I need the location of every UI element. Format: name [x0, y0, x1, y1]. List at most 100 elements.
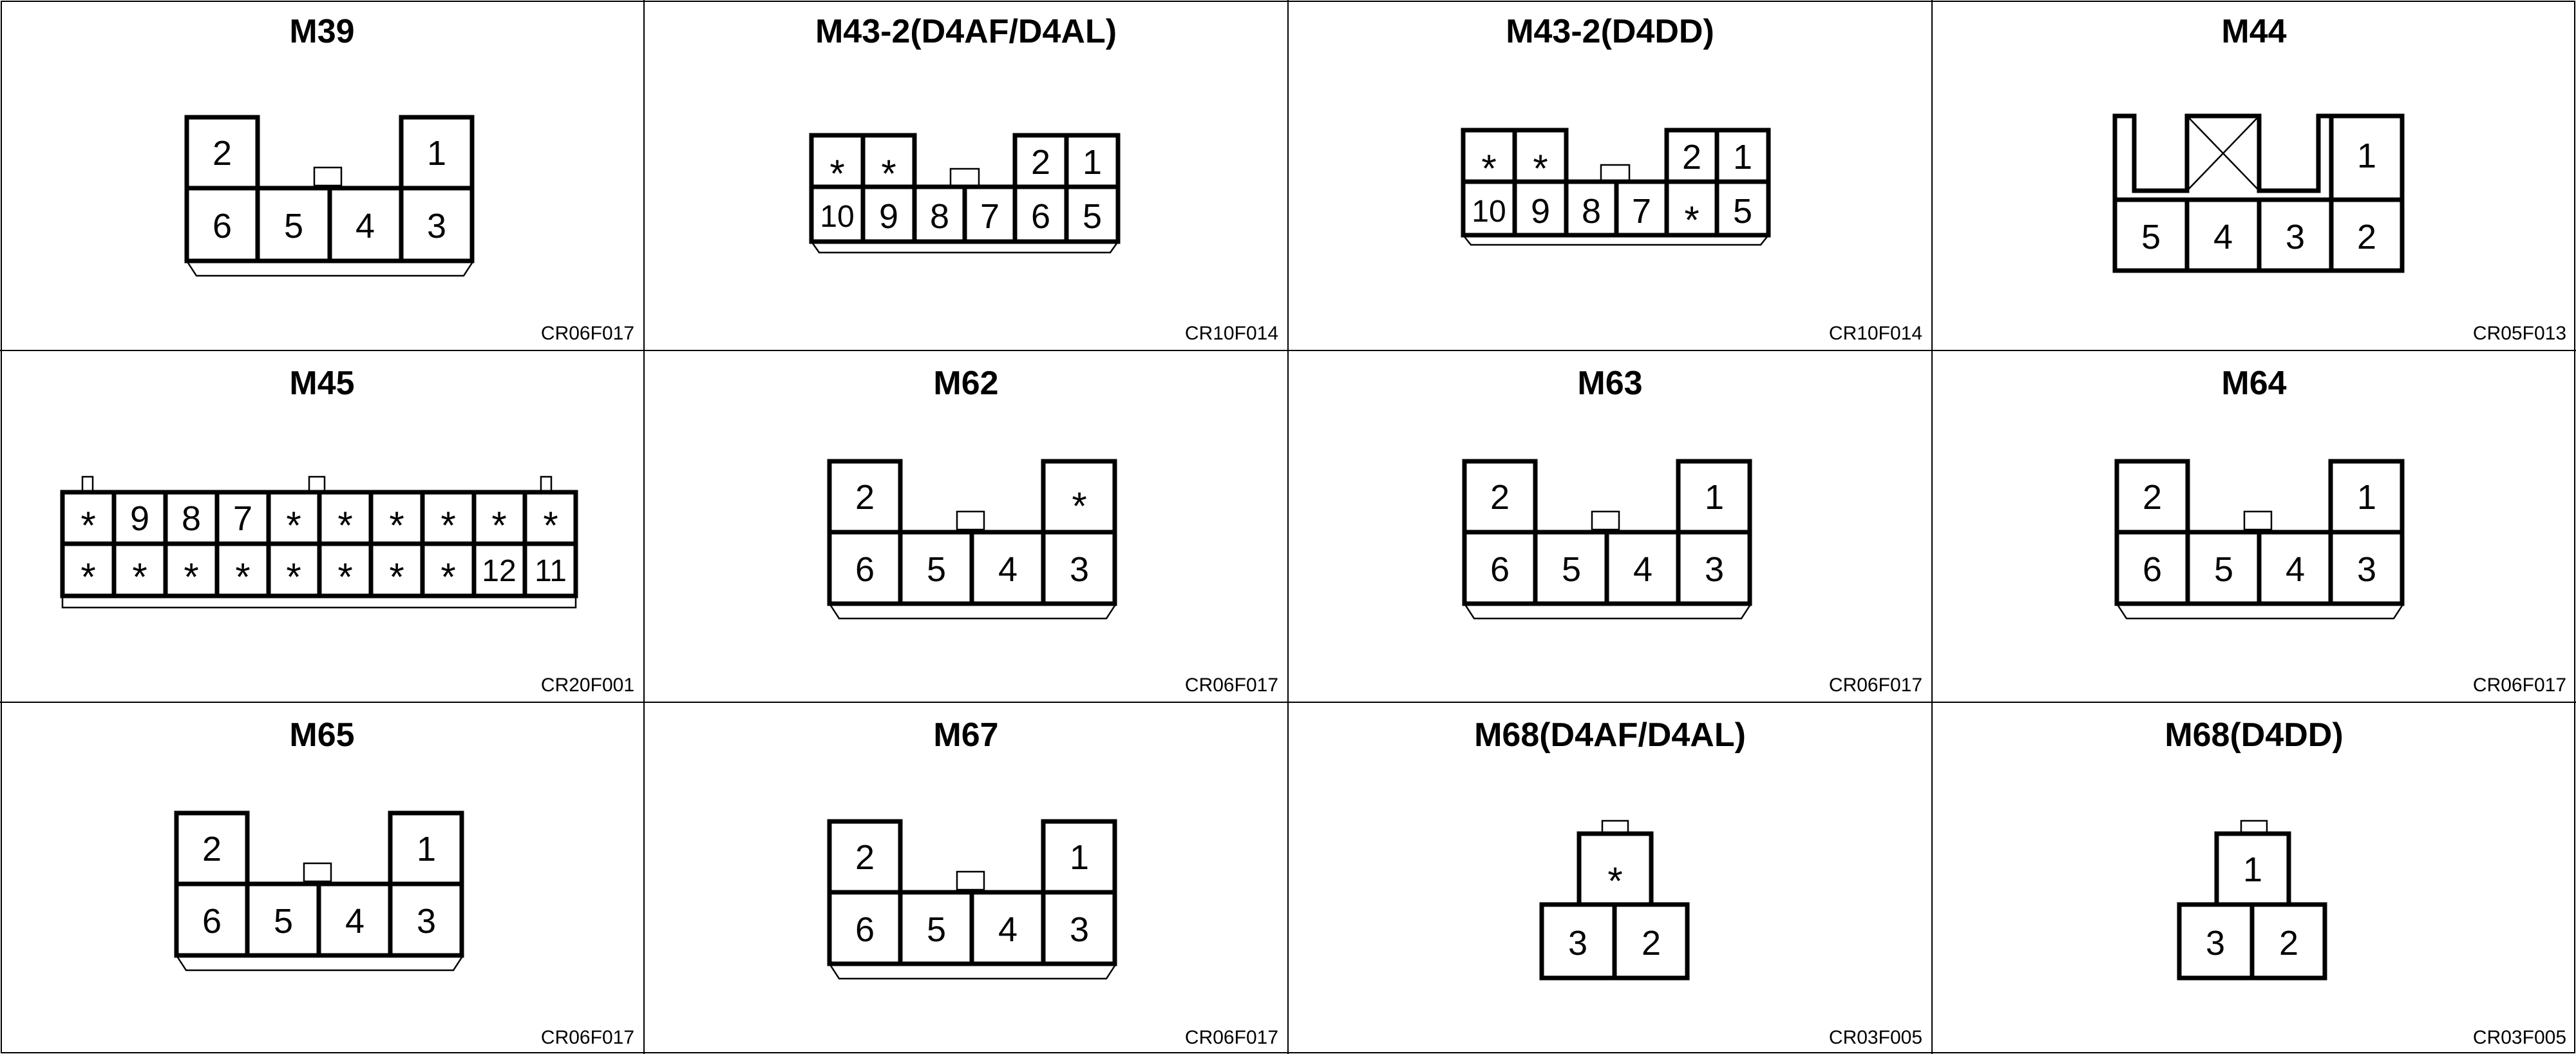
pin-label: 1 [1705, 478, 1724, 517]
pin-label: * [1481, 147, 1496, 190]
pin-label: 1 [2243, 850, 2262, 889]
pin-label: 9 [879, 197, 898, 236]
pin-label: 3 [1705, 550, 1724, 589]
panel-title: M65 [289, 716, 354, 754]
diagram-code: CR03F005 [1829, 1027, 1922, 1048]
pin-label: 9 [1531, 192, 1550, 231]
panel-title: M68(D4AF/D4AL) [1474, 716, 1746, 754]
pin-label: 6 [2143, 550, 2162, 589]
pin-label: 4 [998, 550, 1018, 589]
pin-label: * [389, 504, 404, 547]
pin-label: * [491, 504, 506, 547]
connector-panel-m43-2-d4af: M43-2(D4AF/D4AL) CR10F014 * * 2 1 10 9 8… [809, 13, 1278, 344]
pin-label: 4 [1633, 550, 1653, 589]
connector-panel-m45: M45 CR20F001 * 9 8 7 * * * * * * [60, 365, 634, 696]
pin-label: 8 [930, 197, 949, 236]
pin-label: * [235, 555, 250, 599]
pin-label: * [1684, 198, 1699, 242]
panel-title: M63 [1577, 365, 1642, 402]
pin-label: 3 [1070, 550, 1089, 589]
panel-title: M44 [2221, 13, 2286, 50]
panel-title: M64 [2221, 365, 2286, 402]
pin-label: 2 [1642, 924, 1661, 963]
pin-label: 10 [820, 200, 854, 234]
pin-label: 1 [1733, 138, 1752, 177]
connector-housing [827, 459, 1117, 620]
panel-title: M62 [933, 365, 998, 402]
panel-title: M45 [289, 365, 354, 402]
pin-label: 3 [427, 207, 446, 245]
panel-title: M43-2(D4AF/D4AL) [815, 13, 1117, 50]
pin-label: * [440, 555, 455, 599]
pin-label: 2 [2357, 218, 2376, 256]
pin-label: 5 [1083, 197, 1102, 236]
connector-housing [1461, 128, 1771, 246]
panel-title: M39 [289, 13, 354, 50]
pin-label: 4 [345, 902, 365, 941]
pin-label: 2 [1490, 478, 1510, 517]
diagram-code: CR06F017 [2473, 675, 2566, 696]
pin-label: 4 [998, 910, 1018, 949]
diagram-code: CR20F001 [541, 675, 634, 696]
pin-label: 2 [1682, 138, 1701, 177]
panel-title: M43-2(D4DD) [1506, 13, 1714, 50]
pin-label: * [337, 504, 352, 547]
pin-label: 3 [2357, 550, 2376, 589]
diagram-code: CR05F013 [2473, 323, 2566, 344]
pin-label: * [389, 555, 404, 599]
pin-label: 2 [855, 838, 875, 877]
pin-label: * [1607, 859, 1622, 903]
pin-label: 3 [2206, 924, 2225, 963]
connector-housing [827, 819, 1117, 980]
pin-label: 1 [427, 134, 446, 173]
pin-label: 1 [2357, 478, 2376, 517]
connector-panel-m43-2-d4dd: M43-2(D4DD) CR10F014 * * 2 1 10 9 8 7 * … [1461, 13, 1922, 344]
pin-label: 6 [855, 910, 875, 949]
pin-label: 4 [2213, 218, 2233, 256]
pin-label: 3 [1568, 924, 1587, 963]
pin-label: * [286, 555, 301, 599]
pin-label: 1 [1083, 143, 1102, 182]
pin-label: 2 [2143, 478, 2162, 517]
diagram-code: CR06F017 [1185, 1027, 1278, 1048]
pin-label: 7 [980, 197, 999, 236]
pin-label: 4 [355, 207, 375, 245]
pin-label: 5 [927, 550, 946, 589]
connector-housing [174, 810, 464, 972]
pin-label: 2 [202, 830, 222, 868]
pin-label: 11 [535, 554, 567, 588]
pin-label: 1 [417, 830, 436, 868]
connector-panel-m68-d4dd: M68(D4DD) CR03F005 1 3 2 [2164, 716, 2566, 1048]
connector-housing [1539, 819, 1690, 981]
connector-panel-m68-d4af: M68(D4AF/D4AL) CR03F005 * 3 2 [1474, 716, 1922, 1048]
connector-housing [2114, 459, 2405, 620]
connector-panel-m67: M67 CR06F017 2 1 6 5 4 3 [827, 716, 1278, 1048]
pin-label: 6 [855, 550, 875, 589]
pin-label: * [543, 504, 558, 547]
panel-title: M67 [933, 716, 998, 754]
pin-label: 2 [1031, 143, 1050, 182]
pin-label: 5 [1562, 550, 1581, 589]
pin-label: 5 [2214, 550, 2233, 589]
pin-label: * [440, 504, 455, 547]
diagram-code: CR06F017 [541, 323, 634, 344]
pin-label: 5 [1733, 192, 1752, 231]
pin-label: 2 [213, 134, 232, 173]
connector-panel-m65: M65 CR06F017 2 1 6 5 4 3 [174, 716, 634, 1048]
pin-label: 10 [1472, 195, 1506, 229]
pin-label: 9 [130, 499, 149, 538]
pin-label: 3 [2286, 218, 2305, 256]
pin-label: * [132, 555, 147, 599]
panel-title: M68(D4DD) [2164, 716, 2343, 754]
diagram-code: CR06F017 [541, 1027, 634, 1048]
pin-label: 6 [1031, 197, 1050, 236]
pin-label: 5 [2141, 218, 2161, 256]
diagram-code: CR10F014 [1185, 323, 1278, 344]
pin-label: 8 [182, 499, 201, 538]
pin-label: 3 [417, 902, 436, 941]
connector-housing [2177, 819, 2327, 981]
pin-label: * [80, 555, 95, 599]
pin-label: 2 [2279, 924, 2298, 963]
connector-panel-m63: M63 CR06F017 2 1 6 5 4 3 [1462, 365, 1922, 696]
